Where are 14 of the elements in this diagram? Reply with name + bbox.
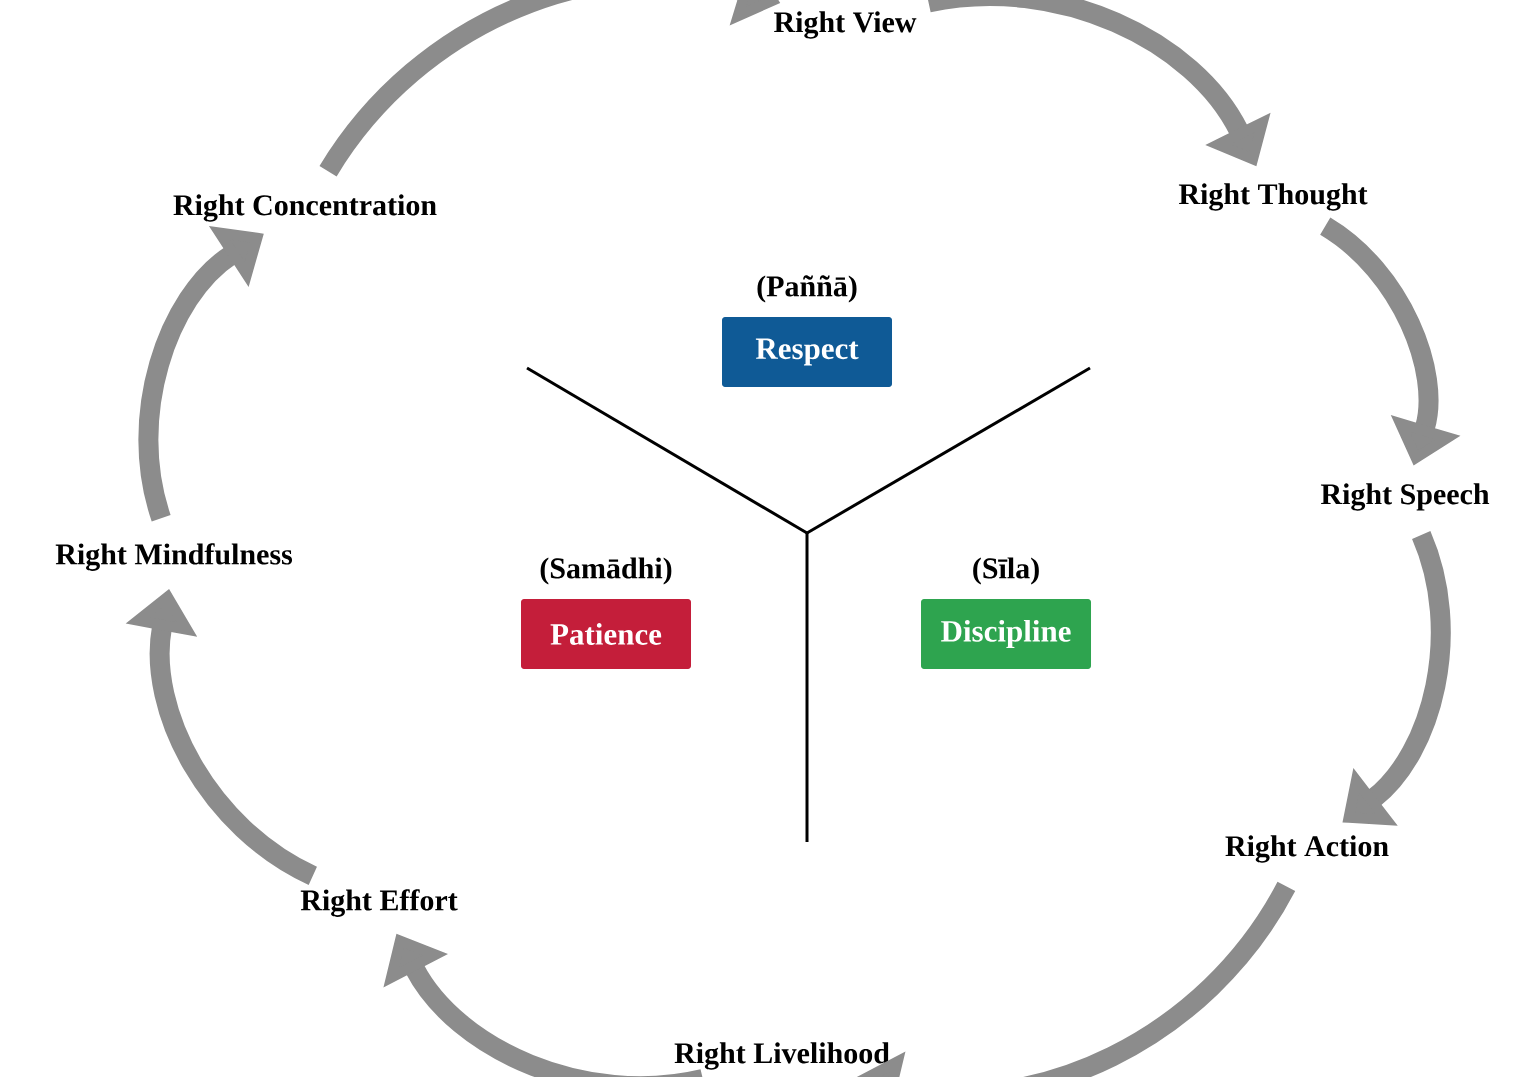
step-label: Right Concentration [173,194,437,222]
step-label: Right Thought [1178,183,1368,211]
step-label: Right Livelihood [674,1042,890,1070]
heading-label: (Samādhi) [540,557,672,585]
virtue-box: Patience [521,599,691,669]
heading-label: (Paññā) [757,275,857,303]
step-label: Right Speech [1320,483,1490,511]
step-label: Right Mindfulness [55,543,293,571]
step-label: Right Action [1225,835,1389,863]
virtue-box: Respect [722,317,892,387]
virtue-box: Discipline [921,599,1091,669]
step-label: Right View [774,11,917,39]
heading-label: (Sīla) [973,557,1039,585]
step-label: Right Effort [300,889,458,917]
